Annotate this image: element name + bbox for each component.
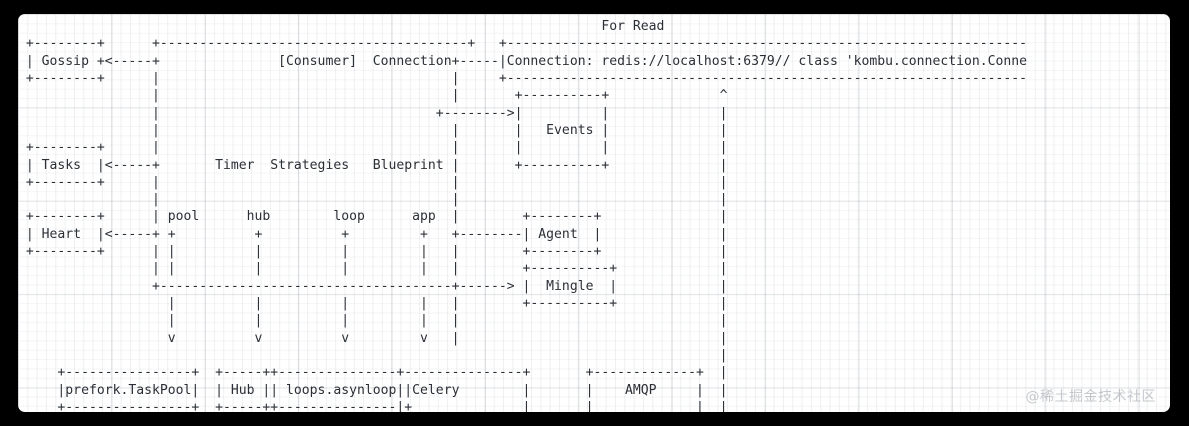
site-watermark: @稀土掘金技术社区 [1025, 389, 1156, 405]
ascii-architecture-art: For Read +--------+ +-------------------… [25, 19, 1028, 412]
diagram-canvas: For Read +--------+ +-------------------… [18, 14, 1170, 412]
